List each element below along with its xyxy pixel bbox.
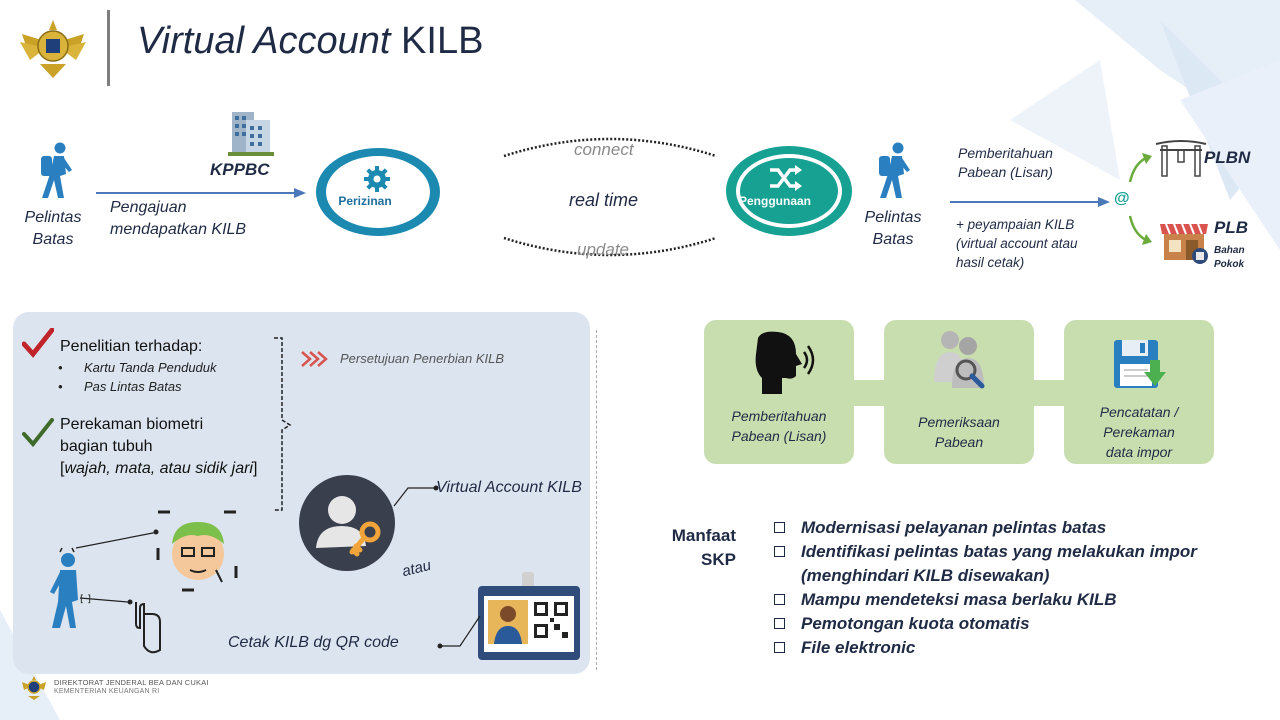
benefit-list: Modernisasi pelayanan pelintas batas Ide… bbox=[772, 516, 1232, 660]
checkbox-icon bbox=[774, 546, 785, 557]
research-list: •Kartu Tanda Penduduk •Pas Lintas Batas bbox=[58, 358, 217, 396]
biometric-text: Perekaman biometri bagian tubuh [wajah, … bbox=[60, 416, 258, 477]
pointer-line bbox=[437, 615, 481, 649]
benefit-item: File elektronic bbox=[772, 636, 1232, 660]
request-arrow bbox=[96, 188, 306, 198]
connect-label: connect bbox=[574, 140, 634, 159]
inspection-people-icon bbox=[934, 331, 985, 389]
walking-person-icon bbox=[879, 142, 910, 198]
user-key-icon bbox=[299, 475, 395, 571]
border-gate-icon bbox=[1155, 140, 1207, 177]
process-step-inspection-label: Pemeriksaan Pabean bbox=[918, 414, 1000, 450]
checkmark-green-icon bbox=[22, 418, 54, 448]
print-qr-label: Cetak KILB dg QR code bbox=[228, 634, 399, 651]
checkmark-red-icon bbox=[22, 328, 54, 358]
benefit-item: Identifikasi pelintas batas yang melakuk… bbox=[772, 540, 1232, 564]
update-label: update bbox=[577, 240, 629, 259]
gear-icon bbox=[364, 166, 390, 192]
checkbox-icon bbox=[774, 594, 785, 605]
research-title: Penelitian terhadap: bbox=[60, 338, 203, 355]
walking-person-icon bbox=[41, 142, 72, 198]
bracket-divider bbox=[274, 337, 292, 511]
list-item: •Kartu Tanda Penduduk bbox=[58, 360, 217, 375]
checkbox-icon bbox=[774, 522, 785, 533]
virtual-account-label: Virtual Account KILB bbox=[436, 479, 582, 496]
pointer-line bbox=[393, 485, 439, 507]
store-icon bbox=[1160, 223, 1208, 264]
id-card-qr-icon bbox=[478, 572, 580, 660]
notice-label: Pemberitahuan Pabean (Lisan) bbox=[958, 145, 1053, 180]
right-person-label: Pelintas Batas bbox=[864, 209, 922, 248]
bahan-pokok-label: Bahan Pokok bbox=[1214, 245, 1245, 270]
process-step-recording-label: Pencatatan / Perekaman data impor bbox=[1099, 404, 1179, 460]
benefit-item: Pemotongan kuota otomatis bbox=[772, 612, 1232, 636]
save-disk-icon bbox=[1114, 340, 1166, 388]
ministry-logo-icon bbox=[22, 676, 46, 700]
left-person-label: Pelintas Batas bbox=[24, 209, 82, 248]
down-arrow-icon bbox=[1128, 215, 1152, 245]
process-step-notice-label: Pemberitahuan Pabean (Lisan) bbox=[731, 408, 827, 444]
page-title: Virtual Account KILB bbox=[137, 20, 484, 62]
checkbox-icon bbox=[774, 618, 785, 629]
svg-text:[ ]: [ ] bbox=[80, 594, 91, 605]
process-connector bbox=[1032, 380, 1066, 406]
office-building-icon bbox=[228, 112, 274, 156]
benefit-item: Mampu mendeteksi masa berlaku KILB bbox=[772, 588, 1232, 612]
delivery-label: + peyampaian KILB (virtual account atau … bbox=[956, 217, 1078, 270]
benefit-item-continuation: (menghindari KILB disewakan) bbox=[801, 566, 1050, 585]
approval-label: Persetujuan Penerbian KILB bbox=[340, 351, 505, 366]
title-divider bbox=[107, 10, 110, 86]
sync-arcs bbox=[503, 137, 717, 257]
process-connector bbox=[852, 380, 886, 406]
footer-org-name: DIREKTORAT JENDERAL BEA DAN CUKAI bbox=[54, 678, 209, 687]
benefit-item: Modernisasi pelayanan pelintas batas bbox=[772, 516, 1232, 540]
section-divider bbox=[596, 330, 597, 670]
checkbox-icon bbox=[774, 642, 785, 653]
shuffle-icon bbox=[770, 165, 802, 191]
at-icon: @ bbox=[1114, 190, 1130, 207]
up-arrow-icon bbox=[1128, 153, 1152, 183]
plbn-label: PLBN bbox=[1204, 148, 1251, 167]
request-label: Pengajuan mendapatkan KILB bbox=[110, 199, 247, 238]
perizinan-label: Perizinan bbox=[338, 194, 392, 208]
customs-emblem-icon bbox=[20, 20, 86, 78]
plb-label: PLB bbox=[1214, 218, 1248, 237]
process-step-inspection bbox=[884, 320, 1034, 464]
delivery-arrow bbox=[950, 197, 1110, 207]
biometric-scan-icon: [ ] bbox=[50, 510, 238, 654]
penggunaan-label: Penggunaan bbox=[738, 194, 811, 208]
speaking-head-icon bbox=[755, 331, 815, 394]
penggunaan-circle-inner bbox=[736, 154, 842, 228]
footer-ministry-name: KEMENTERIAN KEUANGAN RI bbox=[54, 688, 160, 695]
list-item: •Pas Lintas Batas bbox=[58, 379, 182, 394]
chevron-arrows-icon bbox=[301, 351, 328, 367]
manfaat-title: Manfaat SKP bbox=[671, 526, 736, 569]
kppbc-label: KPPBC bbox=[210, 160, 270, 179]
realtime-label: real time bbox=[569, 190, 639, 210]
